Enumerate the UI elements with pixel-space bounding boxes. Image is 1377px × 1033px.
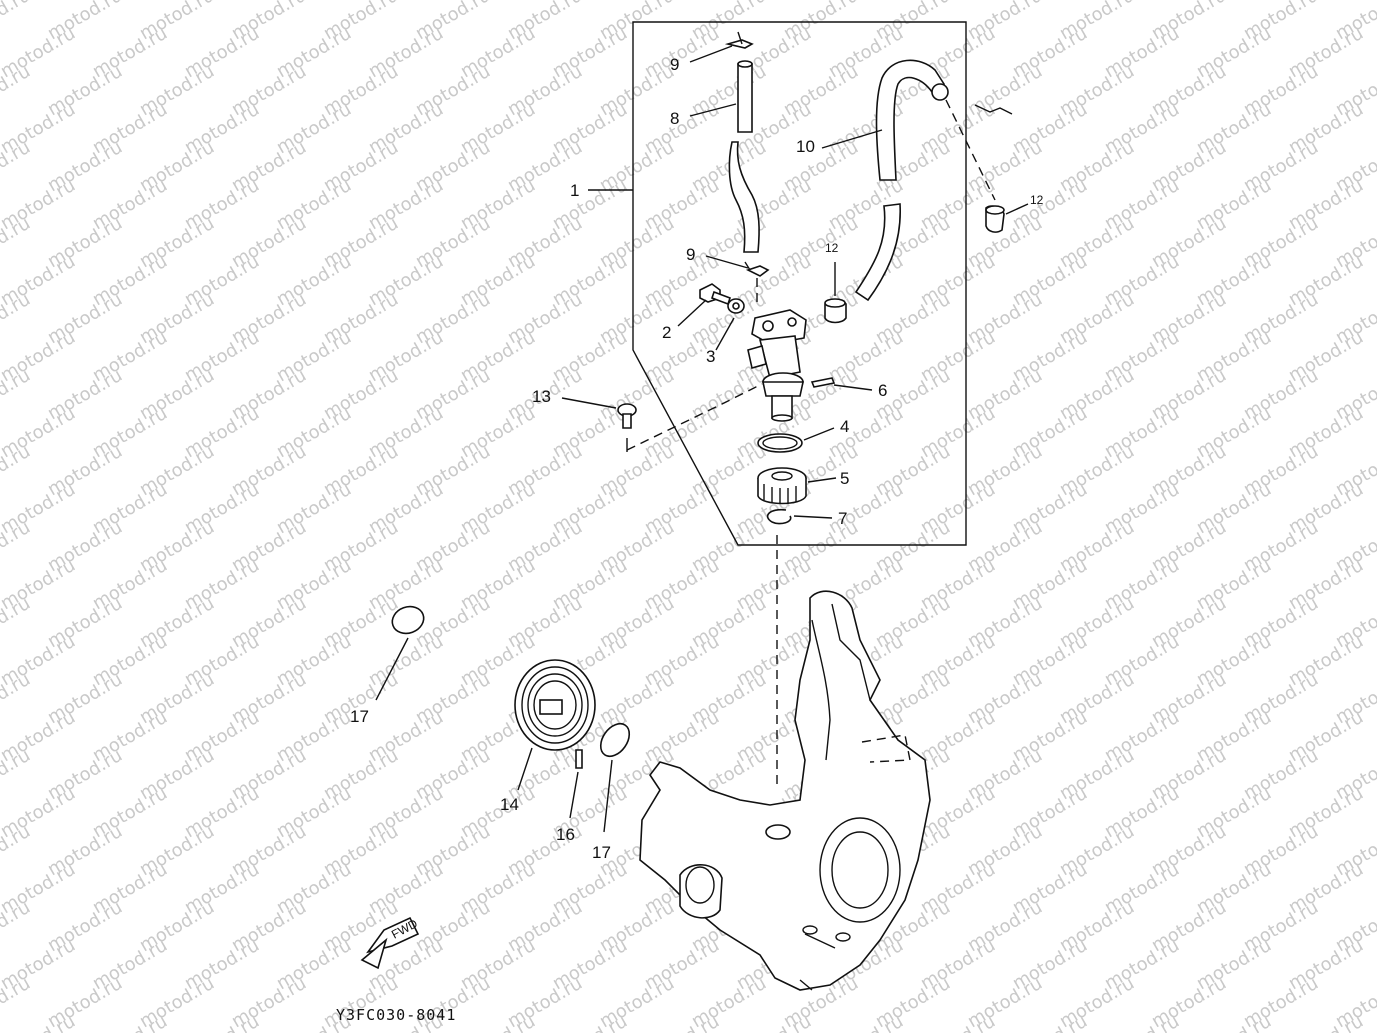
callout-3: 3 (706, 347, 715, 366)
callout-9-lower: 9 (686, 245, 695, 264)
callout-9-upper: 9 (670, 55, 679, 74)
watermark-text: motod.ru (549, 1011, 631, 1033)
watermark-text: motod.ru (1193, 1011, 1275, 1033)
callout-17-upper: 17 (350, 707, 369, 726)
assembly-frame (588, 21, 967, 546)
diagram-code: Y3FC030-8041 (336, 1006, 456, 1024)
watermark-text: motod.ru (89, 1011, 171, 1033)
watermark-text: motod.ru (1285, 1011, 1367, 1033)
pulley-14 (514, 659, 596, 791)
callout-6: 6 (878, 381, 887, 400)
watermark-text: motod.ru (917, 1011, 999, 1033)
callout-5: 5 (840, 469, 849, 488)
callout-10: 10 (796, 137, 815, 156)
callout-17-lower: 17 (592, 843, 611, 862)
clip-9-upper (724, 31, 754, 49)
callout-2: 2 (662, 323, 671, 342)
o-ring-4 (757, 433, 803, 453)
screw-13 (617, 383, 763, 452)
washer-3 (727, 298, 745, 314)
crankcase-cover (639, 590, 931, 991)
hose-10 (854, 59, 1013, 302)
watermark-text: motod.ru (641, 1011, 723, 1033)
grommet-12-left (824, 262, 847, 324)
gear-5 (757, 467, 807, 505)
callout-16: 16 (556, 825, 575, 844)
grommet-12-right (985, 203, 1029, 233)
callout-14: 14 (500, 795, 519, 814)
leader-lines (561, 45, 883, 519)
callout-1: 1 (570, 181, 579, 200)
ring-17-lower (599, 722, 631, 833)
watermark-text: motod.ru (1009, 1011, 1091, 1033)
watermark-text: motod.ru (1101, 1011, 1183, 1033)
callout-4: 4 (840, 417, 849, 436)
watermark-text: motod.ru (0, 0, 34, 44)
bolt-2 (699, 283, 732, 306)
callout-7: 7 (838, 509, 847, 528)
callout-8: 8 (670, 109, 679, 128)
watermark-text: motod.ru (457, 1011, 539, 1033)
circlip-7 (766, 508, 792, 525)
callout-12-left: 12 (825, 241, 839, 255)
callout-13: 13 (532, 387, 551, 406)
hose-8 (728, 60, 760, 253)
oil-pump-body (747, 309, 807, 422)
watermark-text: motod.ru (181, 1011, 263, 1033)
ring-17-upper (375, 605, 425, 701)
watermark-text: motod.ru (0, 1011, 79, 1033)
pin-6 (810, 377, 836, 388)
callouts: 1 9 8 10 12 9 12 2 3 6 13 4 5 7 17 14 16… (350, 55, 1044, 862)
watermark-text: motod.ru (825, 1011, 907, 1033)
callout-12-right: 12 (1030, 193, 1044, 207)
watermark-text: motod.ru (733, 1011, 815, 1033)
pin-16 (569, 749, 583, 819)
clip-9-lower (744, 261, 770, 305)
